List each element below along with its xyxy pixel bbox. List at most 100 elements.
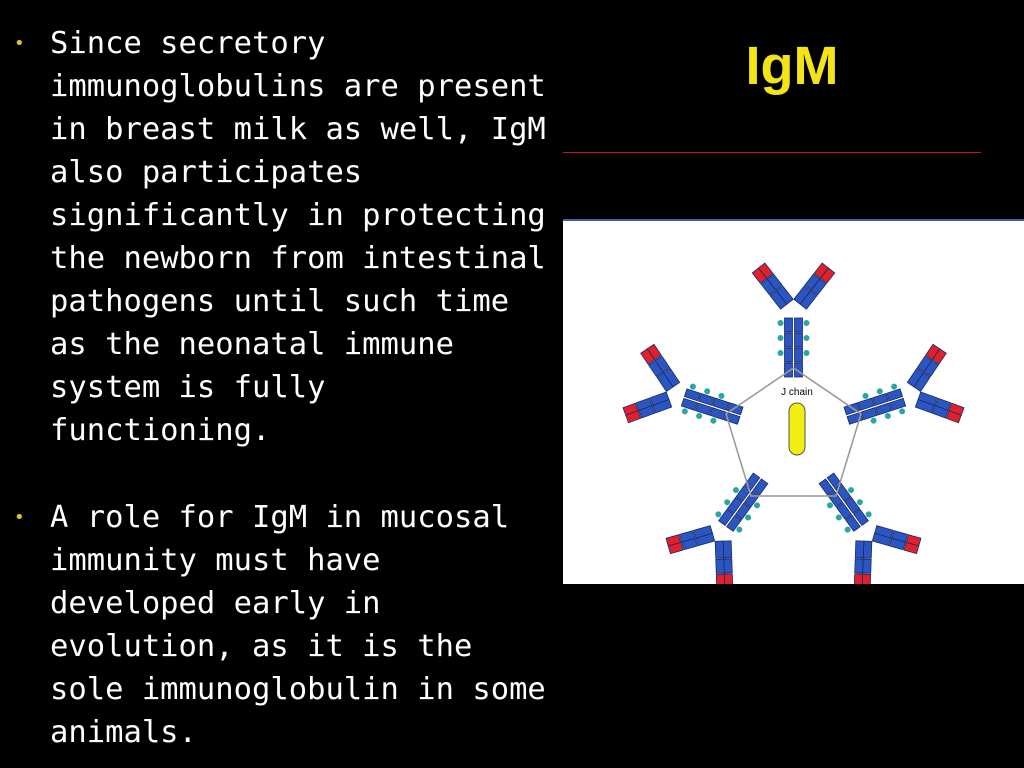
heavy-chain-domain xyxy=(726,496,743,514)
fab-domain xyxy=(766,273,783,291)
fab-arm xyxy=(751,262,794,310)
heavy-chain-domain xyxy=(794,332,803,348)
fab-arm xyxy=(622,391,673,424)
heavy-chain-domain xyxy=(784,317,793,333)
carbohydrate-dot xyxy=(862,392,869,399)
title-divider xyxy=(563,152,981,153)
fab-domain xyxy=(715,558,725,574)
carbohydrate-dot xyxy=(753,502,760,509)
fab-domain xyxy=(862,558,872,574)
variable-region xyxy=(758,262,774,279)
heavy-chain-domain xyxy=(844,496,861,514)
heavy-chain-domain xyxy=(875,402,892,416)
heavy-chain-domain xyxy=(752,478,769,496)
igm-monomer xyxy=(622,343,744,425)
variable-region xyxy=(903,541,920,555)
carbohydrate-dot xyxy=(803,335,810,341)
heavy-chain-domain xyxy=(843,402,861,416)
fab-constant-domain xyxy=(775,285,794,305)
fab-arm xyxy=(714,540,734,584)
heavy-chain-domain xyxy=(712,397,730,411)
carbohydrate-dot xyxy=(777,320,784,326)
fab-domain xyxy=(810,278,827,296)
carbohydrate-dot xyxy=(681,408,688,415)
fab-arm xyxy=(871,525,922,555)
fab-arm xyxy=(793,262,836,310)
variable-region xyxy=(622,402,639,416)
fab-domain xyxy=(854,558,864,574)
heavy-chain-domain xyxy=(726,402,744,416)
carbohydrate-dot xyxy=(848,487,855,494)
heavy-chain-domain xyxy=(886,388,904,402)
fab-constant-domain xyxy=(714,540,725,559)
carbohydrate-dot xyxy=(736,526,743,533)
fab-constant-domain xyxy=(722,540,733,559)
heavy-chain-domain xyxy=(743,490,760,508)
heavy-chain-domain xyxy=(818,478,835,496)
carbohydrate-dot xyxy=(827,502,834,509)
heavy-chain-domain xyxy=(734,502,751,520)
heavy-chain-domain xyxy=(698,393,715,406)
heavy-chain-domain xyxy=(836,502,853,520)
heavy-chain-domain xyxy=(709,407,727,421)
fab-constant-domain xyxy=(854,540,865,559)
carbohydrate-dot xyxy=(689,383,696,390)
carbohydrate-dot xyxy=(696,413,703,420)
igm-monomer xyxy=(818,472,922,584)
carbohydrate-dot xyxy=(777,335,784,341)
igm-monomer xyxy=(665,472,769,584)
variable-region xyxy=(861,573,872,584)
carbohydrate-dot xyxy=(835,514,842,521)
bullet-marker: • xyxy=(14,33,25,54)
variable-region xyxy=(819,267,836,284)
figure-border xyxy=(563,219,1024,221)
heavy-chain-domain xyxy=(784,362,793,378)
igm-monomer xyxy=(751,262,836,378)
carbohydrate-dot xyxy=(777,350,784,356)
bullet-item: • Since secretory immunoglobulins are pr… xyxy=(14,22,554,452)
variable-region xyxy=(715,573,726,584)
carbohydrate-dot xyxy=(715,511,722,518)
fab-domain xyxy=(678,530,696,543)
fab-arm xyxy=(906,343,947,392)
bullet-text: Since secretory immunoglobulins are pres… xyxy=(50,26,546,448)
heavy-chain-domain xyxy=(857,397,875,411)
variable-region xyxy=(945,410,962,424)
fab-constant-domain xyxy=(871,532,892,547)
fab-constant-domain xyxy=(914,398,935,414)
fab-constant-domain xyxy=(913,372,931,392)
j-chain-label: J chain xyxy=(781,387,813,398)
carbohydrate-dot xyxy=(803,350,810,356)
bullet-text: A role for IgM in mucosal immunity must … xyxy=(50,500,546,750)
disulfide-pentagon xyxy=(725,367,862,497)
j-chain xyxy=(788,402,806,456)
igm-monomers xyxy=(622,262,965,584)
heavy-chain-domain xyxy=(845,514,861,532)
carbohydrate-dot xyxy=(899,408,906,415)
heavy-chain-domain xyxy=(846,411,864,425)
fab-constant-domain xyxy=(649,391,670,406)
fab-constant-domain xyxy=(862,540,873,559)
variable-region xyxy=(853,573,864,584)
carbohydrate-dot xyxy=(724,499,731,506)
carbohydrate-dot xyxy=(844,526,851,533)
fab-domain xyxy=(635,397,653,411)
heavy-chain-domain xyxy=(794,362,803,378)
carbohydrate-dot xyxy=(865,511,872,518)
fab-domain xyxy=(889,537,906,551)
heavy-chain-domain xyxy=(683,388,701,402)
carbohydrate-dot xyxy=(745,514,752,521)
heavy-chain-domain xyxy=(680,397,698,411)
heavy-chain-domain xyxy=(726,514,742,532)
heavy-chain-domain xyxy=(718,508,734,527)
heavy-chain-domain xyxy=(784,332,793,348)
carbohydrate-dot xyxy=(876,388,883,395)
fab-arm xyxy=(914,391,965,424)
bullet-list: • Since secretory immunoglobulins are pr… xyxy=(14,22,554,754)
heavy-chain-domain xyxy=(872,393,889,406)
fab-domain xyxy=(654,355,671,373)
heavy-chain-domain xyxy=(827,490,844,508)
carbohydrate-dot xyxy=(856,499,863,506)
variable-region xyxy=(723,573,734,584)
